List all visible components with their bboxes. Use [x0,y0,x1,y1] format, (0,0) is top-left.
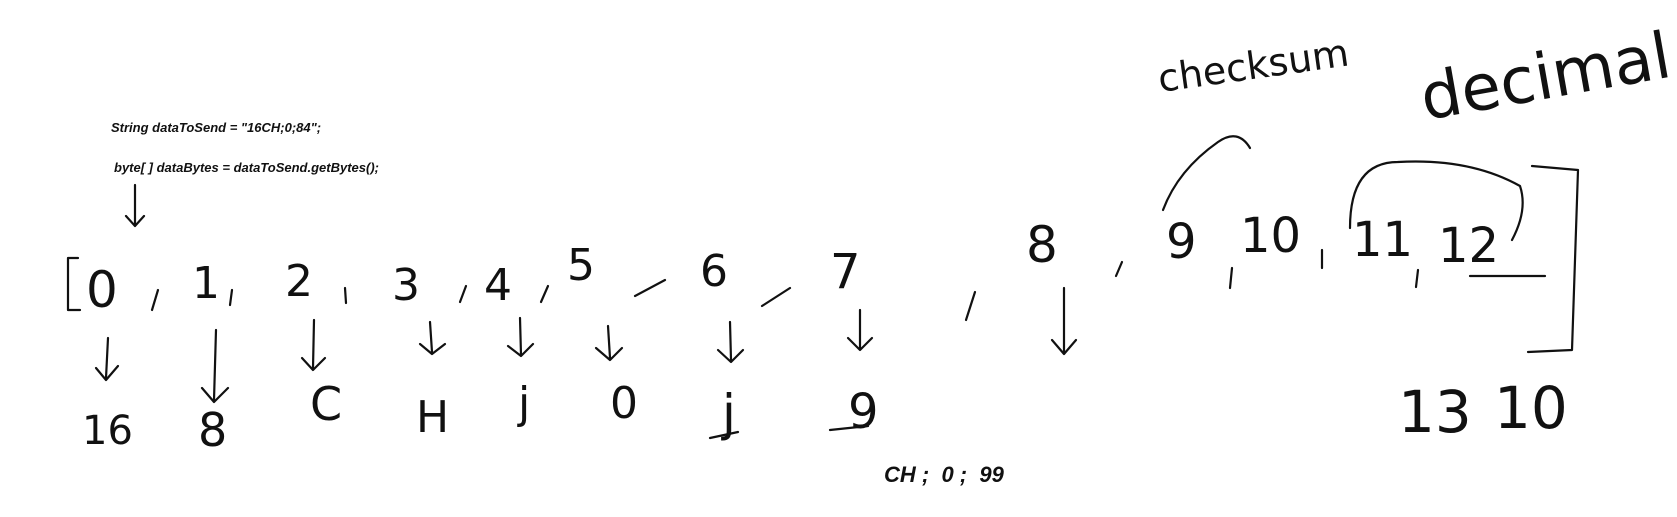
index-10: 10 [1240,208,1301,264]
close-bracket [1526,164,1580,354]
byte-value-1: 8 [198,403,227,457]
byte-value-6: j [721,384,736,442]
checksum-annotation: checksum [1155,31,1351,101]
byte-value-7: 9 [848,384,879,440]
index-6: 6 [700,246,728,297]
byte-value-5: 0 [610,378,638,429]
open-bracket [66,256,82,312]
index-0: 0 [86,261,118,319]
terminator-value-13: 13 [1398,378,1472,446]
index-1: 1 [192,258,220,309]
index-4: 4 [484,260,512,311]
code-line-string-declaration: String dataToSend = "16CH;0;84"; [111,120,322,135]
byte-value-0: 16 [82,408,133,454]
index-7: 7 [830,244,861,300]
checksum-brace-left [1161,135,1252,212]
index-9: 9 [1166,214,1197,270]
checksum-brace-right [1348,160,1524,242]
byte-value-underlines [708,424,870,440]
index-2: 2 [285,256,313,307]
down-arrows [94,286,1078,404]
byte-value-3: H [416,392,449,443]
index-11: 11 [1352,212,1413,268]
index-8: 8 [1026,216,1058,274]
index-3: 3 [392,260,420,311]
decoded-string: CH ; 0 ; 99 [884,462,1004,487]
terminator-value-10: 10 [1494,374,1568,442]
arrow-to-array [124,183,146,228]
byte-value-2: C [310,377,342,431]
decimal-annotation: decimal [1415,19,1676,136]
index-5: 5 [567,240,595,291]
byte-value-4: j [517,378,530,429]
separators [150,248,1547,322]
index-12: 12 [1438,218,1499,274]
code-line-bytes-declaration: byte[ ] dataBytes = dataToSend.getBytes(… [114,160,379,175]
